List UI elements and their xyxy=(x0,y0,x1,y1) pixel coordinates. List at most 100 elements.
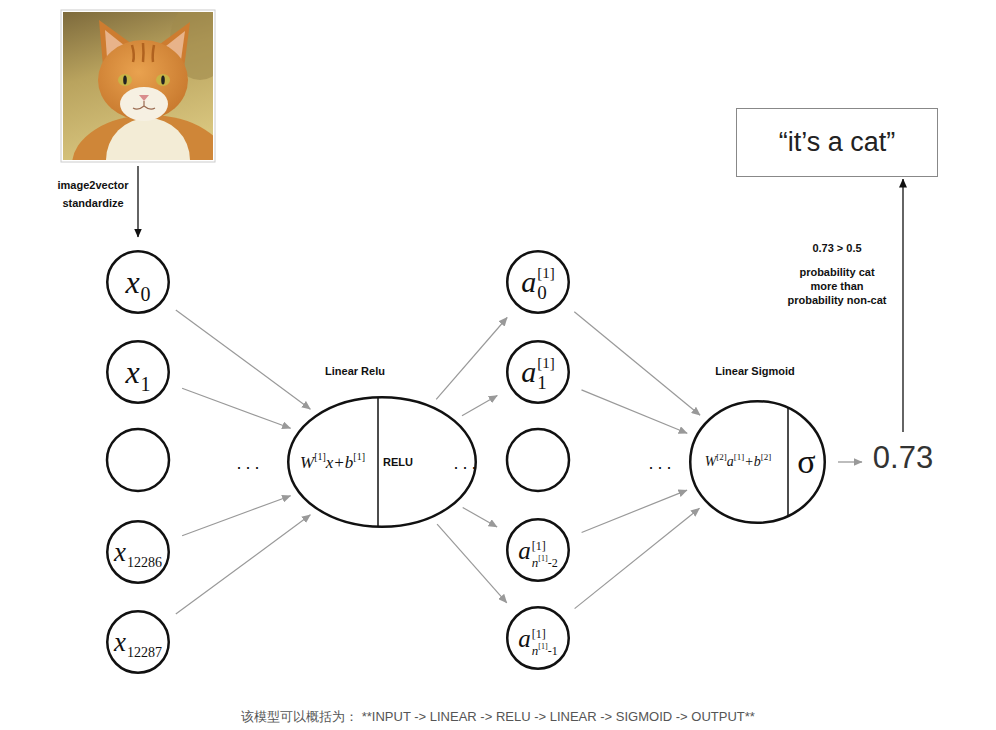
cat-stripes xyxy=(132,43,154,62)
math-expression: a[1]n[1]-1 xyxy=(518,624,557,653)
activation-name: RELU xyxy=(383,457,413,468)
empty-hidden-neuron xyxy=(507,429,569,491)
math-term: W xyxy=(300,454,314,471)
neuron-outline xyxy=(506,340,570,404)
superscript-layer: [1] xyxy=(532,540,546,552)
superscript-layer: [1] xyxy=(537,356,555,371)
subscript-index: 12287 xyxy=(127,646,162,660)
subscript-index: 1 xyxy=(141,374,151,394)
linear-term: W[2]a[1]+b[2] xyxy=(689,400,788,524)
arrow-connector xyxy=(462,396,497,416)
cat-eye xyxy=(118,74,132,86)
cat-head xyxy=(98,40,188,120)
step-note: image2vector standardize xyxy=(48,176,138,212)
arrow-connector xyxy=(176,515,311,614)
subscript-index: 1 xyxy=(537,373,547,392)
result-text: “it’s a cat” xyxy=(779,126,896,158)
math-expression: x12286 xyxy=(114,539,162,566)
subscript-index: 0 xyxy=(537,283,547,302)
neuron-circle xyxy=(107,611,169,673)
input-neuron: x1 xyxy=(106,340,170,404)
unit-outline xyxy=(287,396,477,528)
superscript-layer: [1] xyxy=(538,643,547,651)
subscript-expression: n[1]-1 xyxy=(532,644,558,657)
threshold-note: 0.73 > 0.5 xyxy=(812,242,861,255)
cat-body xyxy=(72,115,213,160)
layer-heading: Linear Sigmoid xyxy=(715,365,794,378)
hidden-neuron: a[1] n[1]-2 xyxy=(506,518,570,582)
layer-unit: Linear ReluW[1]x+b[1]RELU xyxy=(287,396,477,528)
subscript-symbol: n xyxy=(532,644,539,657)
math-expression: x12287 xyxy=(114,629,162,656)
output-value: 0.73 xyxy=(873,440,933,476)
cat-eye xyxy=(156,74,170,86)
neuron-circle xyxy=(107,251,169,313)
subscript-index: 0 xyxy=(141,284,151,304)
math-term: x+b xyxy=(326,454,354,471)
variable-symbol: x xyxy=(125,266,139,298)
subscript-offset: -2 xyxy=(548,557,558,569)
arrow-connector xyxy=(182,388,291,428)
math-term: +b xyxy=(744,455,760,469)
superscript-layer: [2] xyxy=(716,453,727,462)
decision-note: probability cat more than probability no… xyxy=(786,265,888,307)
arrow-connector xyxy=(574,312,700,415)
math-term: W xyxy=(705,455,717,469)
script-stack: [1]0 xyxy=(537,266,555,302)
figure-caption: 该模型可以概括为： **INPUT -> LINEAR -> RELU -> L… xyxy=(0,709,996,725)
subscript-index: 12286 xyxy=(127,556,162,570)
math-expression: a[1]n[1]-2 xyxy=(518,536,557,565)
input-neuron: x12287 xyxy=(106,610,170,674)
neuron-circle xyxy=(107,341,169,403)
cat-pupil xyxy=(161,76,165,85)
empty-input-neuron xyxy=(107,429,169,491)
script-stack: [1]1 xyxy=(537,356,555,392)
cat-muzzle xyxy=(120,87,168,121)
unit-divider xyxy=(377,397,379,526)
neuron-outline xyxy=(506,250,570,314)
arrow-connector xyxy=(463,508,497,527)
unit-ellipse xyxy=(288,397,476,527)
ellipsis: ... xyxy=(648,453,675,474)
arrow-connector xyxy=(575,508,700,608)
cat-mouth xyxy=(133,101,155,109)
variable-symbol: x xyxy=(125,356,139,388)
input-neuron: x12286 xyxy=(106,520,170,584)
hidden-neuron: a[1]n[1]-1 xyxy=(506,606,570,670)
linear-term: W[1]x+b[1] xyxy=(287,396,378,528)
superscript-layer: [1] xyxy=(314,452,326,462)
arrow-connector xyxy=(182,496,291,536)
subscript-expression: n[1]-2 xyxy=(532,556,558,569)
neuron-circle xyxy=(507,519,569,581)
superscript-layer: [1] xyxy=(353,452,365,462)
activation-part: σ xyxy=(788,400,826,524)
math-expression: x1 xyxy=(125,356,150,388)
neuron-circle xyxy=(107,521,169,583)
neuron-circle xyxy=(507,251,569,313)
input-neuron: x0 xyxy=(106,250,170,314)
arrow-connector xyxy=(436,318,507,400)
variable-symbol: a xyxy=(518,538,531,563)
script-stack: [1]n[1]-1 xyxy=(532,628,558,657)
variable-symbol: a xyxy=(518,626,531,651)
subscript-symbol: n xyxy=(532,556,539,569)
hidden-neuron: a[1]1 xyxy=(506,340,570,404)
variable-symbol: x xyxy=(114,539,126,566)
result-box: “it’s a cat” xyxy=(736,108,938,177)
cat-photo xyxy=(63,12,213,160)
script-stack: [1] n[1]-2 xyxy=(532,540,558,569)
arrow-connector xyxy=(582,390,688,433)
ellipsis: ... xyxy=(236,453,263,474)
hidden-neuron: a[1]0 xyxy=(506,250,570,314)
variable-symbol: a xyxy=(521,357,536,387)
decision-arrow xyxy=(902,179,903,432)
output-arrow xyxy=(838,461,862,462)
variable-symbol: a xyxy=(521,267,536,297)
ellipsis: ... xyxy=(453,453,480,474)
activation-name: σ xyxy=(797,445,815,479)
math-expression: W[2]a[1]+b[2] xyxy=(705,455,772,469)
layer-unit: Linear SigmoidW[2]a[1]+b[2]σ xyxy=(689,400,826,524)
